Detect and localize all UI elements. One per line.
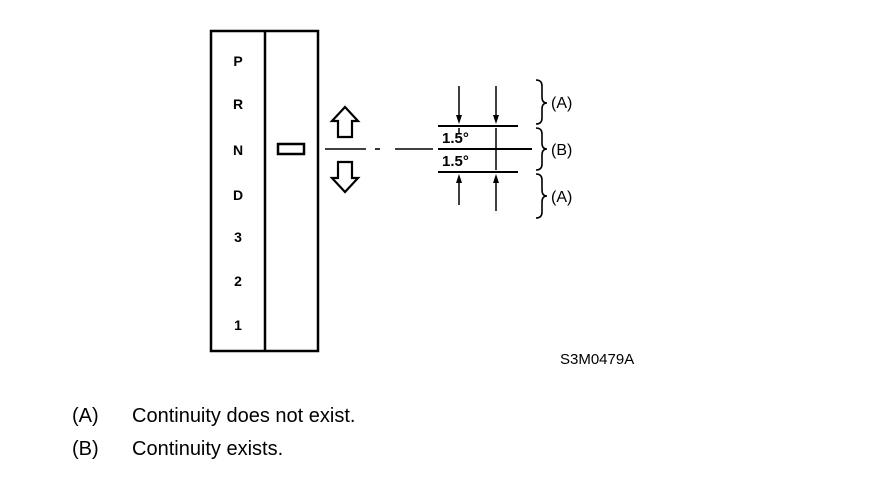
legend-row-a: (A) Continuity does not exist.	[72, 404, 355, 428]
gear-label-r: R	[233, 96, 243, 112]
position-indicator	[276, 142, 306, 156]
arrowhead-icon	[456, 115, 462, 124]
brace-top	[535, 79, 548, 125]
figure-code: S3M0479A	[560, 351, 634, 368]
brace-middle	[535, 127, 548, 171]
legend-text-b: Continuity exists.	[132, 438, 284, 460]
gear-label-2: 2	[234, 273, 242, 289]
arrowhead-icon	[456, 174, 462, 183]
angle-label-upper: 1.5°	[442, 130, 469, 147]
arrow-up-icon	[329, 105, 361, 139]
gear-label-p: P	[233, 53, 242, 69]
legend-text-a: Continuity does not exist.	[132, 405, 356, 427]
arrow-down-icon	[329, 160, 361, 194]
arrowhead-icon	[493, 174, 499, 183]
legend-row-b: (B) Continuity exists.	[72, 437, 283, 461]
gear-label-n: N	[233, 142, 243, 158]
angle-label-lower: 1.5°	[442, 153, 469, 170]
gear-label-3: 3	[234, 229, 242, 245]
gear-label-d: D	[233, 187, 243, 203]
bracket-label-middle: (B)	[551, 142, 572, 159]
gear-label-1: 1	[234, 317, 242, 333]
legend-key-b: (B)	[72, 438, 99, 460]
arrowhead-icon	[493, 115, 499, 124]
bracket-label-bottom: (A)	[551, 189, 572, 206]
brace-bottom	[535, 173, 548, 219]
bracket-label-top: (A)	[551, 95, 572, 112]
legend-key-a: (A)	[72, 405, 99, 427]
